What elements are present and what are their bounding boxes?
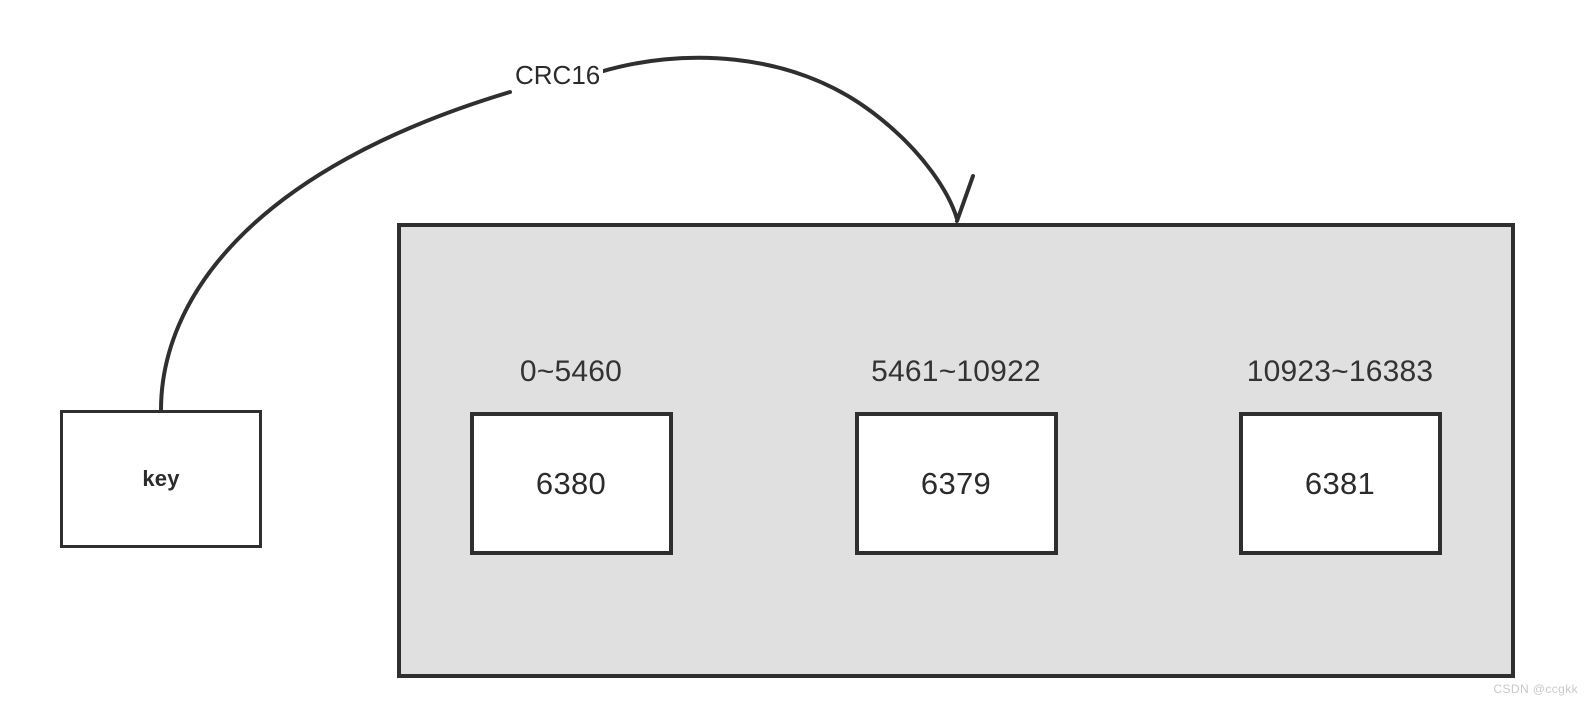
cluster-node-port-label: 6379: [920, 465, 992, 501]
cluster-node[interactable]: 5461~10922 6379: [826, 356, 1086, 555]
watermark: CSDN @ccgkk: [1493, 682, 1578, 696]
cluster-node-box[interactable]: 6380: [469, 412, 673, 555]
cluster-node-port-label: 6380: [535, 465, 607, 501]
key-node[interactable]: key: [60, 410, 262, 548]
cluster-node-range-label: 0~5460: [519, 355, 623, 388]
cluster-node-box[interactable]: 6379: [854, 412, 1058, 555]
crc16-edge-label: CRC16: [512, 60, 604, 90]
cluster-node-port-label: 6381: [1304, 465, 1376, 501]
key-node-label: key: [142, 466, 180, 491]
cluster-node-box[interactable]: 6381: [1238, 412, 1442, 555]
cluster-node[interactable]: 0~5460 6380: [441, 356, 701, 555]
cluster-node-range-label: 10923~16383: [1246, 355, 1434, 388]
cluster-node-range-label: 5461~10922: [871, 355, 1041, 388]
cluster-node[interactable]: 10923~16383 6381: [1210, 356, 1470, 555]
